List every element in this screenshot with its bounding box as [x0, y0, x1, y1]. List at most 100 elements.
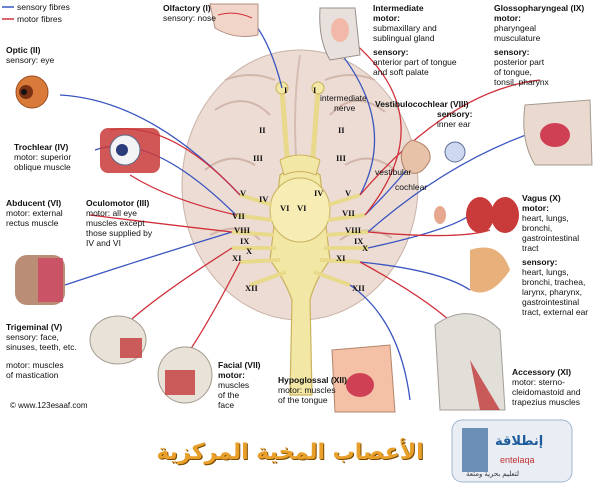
numeral-xi-left: XI	[232, 253, 242, 263]
olfactory-label: Olfactory (I) sensory: nose	[163, 3, 216, 23]
trigeminal-label: Trigeminal (V) sensory: face, sinuses, t…	[6, 322, 77, 380]
intermediate-sensory: sensory:	[373, 47, 409, 57]
hypoglossal-title: Hypoglossal (XII)	[278, 375, 347, 385]
trigeminal-sensory-2: sinuses, teeth, etc.	[6, 342, 77, 352]
abducent-title: Abducent (VI)	[6, 198, 62, 208]
facial-label: Facial (VII) motor: muscles of the face	[218, 360, 261, 410]
numeral-i-right: I	[313, 85, 317, 95]
head-profile-accessory	[434, 313, 506, 411]
optic-title: Optic (II)	[6, 45, 41, 55]
numeral-ix-right: IX	[354, 236, 364, 246]
numeral-iii-right: III	[336, 153, 346, 163]
olfactory-title: Olfactory (I)	[163, 3, 211, 13]
organs-illustration-vagus	[434, 197, 519, 293]
head-profile-hypoglossal	[331, 344, 396, 413]
oculomotor-label: Oculomotor (III) motor: all eye muscles …	[86, 198, 152, 248]
vagus-motor: motor:	[522, 203, 549, 213]
accessory-function-2: cleidomastoid and	[512, 387, 581, 397]
cochlear-label: cochlear	[395, 182, 428, 192]
numeral-xii-right: XII	[352, 283, 365, 293]
face-illustration-abducent	[15, 255, 65, 305]
copyright-text: © www.123esaaf.com	[10, 401, 88, 410]
numeral-viii-right: VIII	[345, 225, 362, 235]
accessory-title: Accessory (XI)	[512, 367, 572, 377]
numeral-ii-right: II	[338, 125, 345, 135]
numeral-iv-right: IV	[314, 188, 324, 198]
numeral-iii-left: III	[253, 153, 263, 163]
glossopharyngeal-title: Glossopharyngeal (IX)	[494, 3, 585, 13]
head-profile-intermediate	[319, 7, 361, 61]
numeral-vi-left: VI	[280, 203, 290, 213]
numeral-v-right: V	[345, 188, 352, 198]
hypoglossal-function-2: of the tongue	[278, 395, 328, 405]
intermediate-label: Intermediate motor: submaxillary and sub…	[373, 3, 457, 77]
vagus-sensory-desc-4: gastrointestinal	[522, 297, 580, 307]
trigeminal-sensory-1: sensory: face,	[6, 332, 59, 342]
facial-title: Facial (VII)	[218, 360, 261, 370]
oculomotor-function-2: muscles except	[86, 218, 145, 228]
numeral-viii-left: VIII	[234, 225, 251, 235]
optic-function: sensory: eye	[6, 55, 55, 65]
vagus-sensory: sensory:	[522, 257, 558, 267]
entelaqa-logo	[451, 419, 573, 483]
abducent-function-1: motor: external	[6, 208, 63, 218]
glossopharyngeal-sensory-desc-2: of tongue,	[494, 67, 532, 77]
vagus-sensory-desc-5: tract, external ear	[522, 307, 589, 317]
vagus-sensory-desc-2: bronchi, trachea,	[522, 277, 586, 287]
numeral-xii-left: XII	[245, 283, 258, 293]
accessory-function-3: trapezius muscles	[512, 397, 581, 407]
oculomotor-function-4: IV and VI	[86, 238, 121, 248]
skull-illustration-facial	[157, 346, 213, 404]
intermediate-title: Intermediate	[373, 3, 424, 13]
trigeminal-motor-2: of mastication	[6, 370, 59, 380]
trochlear-title: Trochlear (IV)	[14, 142, 69, 152]
glossopharyngeal-motor-desc-1: pharyngeal	[494, 23, 537, 33]
trochlear-label: Trochlear (IV) motor: superior oblique m…	[14, 142, 71, 172]
accessory-function-1: motor: sterno-	[512, 377, 565, 387]
optic-label: Optic (II) sensory: eye	[6, 45, 54, 65]
abducent-function-2: rectus muscle	[6, 218, 59, 228]
trochlear-function-1: motor: superior	[14, 152, 72, 162]
vestibulocochlear-sensory-desc: inner ear	[437, 119, 471, 129]
vagus-motor-desc-2: bronchi,	[522, 223, 553, 233]
trigeminal-motor-1: motor: muscles	[6, 360, 64, 370]
intermediate-sensory-desc-2: and soft palate	[373, 67, 429, 77]
head-profile-glossopharyngeal	[523, 99, 593, 166]
oculomotor-function-3: those supplied by	[86, 228, 153, 238]
vestibulocochlear-label: Vestibulocochlear (VIII) sensory: inner …	[375, 99, 472, 129]
arabic-title: الأعصاب المخية المركزية	[156, 440, 424, 465]
legend-motor-label: motor fibres	[17, 14, 62, 24]
hypoglossal-function-1: motor: muscles	[278, 385, 336, 395]
logo-name: إنطلاقة	[495, 433, 544, 448]
glossopharyngeal-sensory: sensory:	[494, 47, 530, 57]
legend-sensory-label: sensory fibres	[17, 2, 70, 12]
intermediate-sensory-desc-1: anterior part of tongue	[373, 57, 457, 67]
glossopharyngeal-sensory-desc-3: tonsil, pharynx	[494, 77, 549, 87]
glossopharyngeal-sensory-desc-1: posterior part	[494, 57, 545, 67]
numeral-x-left: X	[246, 246, 253, 256]
olfactory-function: sensory: nose	[163, 13, 216, 23]
trigeminal-title: Trigeminal (V)	[6, 322, 63, 332]
facial-function-2: of the	[218, 390, 240, 400]
nose-illustration	[209, 3, 259, 37]
logo-latin: entelaqa	[500, 455, 535, 465]
numeral-vii-right: VII	[342, 208, 355, 218]
numeral-iv-left: IV	[259, 194, 269, 204]
numeral-xi-right: XI	[336, 253, 346, 263]
skull-illustration-trigeminal	[89, 315, 147, 365]
numeral-vi-right: VI	[297, 203, 307, 213]
numeral-v-left: V	[240, 188, 247, 198]
intermediate-nerve-line1: intermediate	[320, 93, 367, 103]
intermediate-nerve-line2: nerve	[334, 103, 356, 113]
accessory-label: Accessory (XI) motor: sterno- cleidomast…	[512, 367, 581, 407]
oculomotor-function-1: motor: all eye	[86, 208, 138, 218]
intermediate-motor: motor:	[373, 13, 400, 23]
trochlear-function-2: oblique muscle	[14, 162, 71, 172]
intermediate-nerve-label: intermediate nerve	[320, 93, 367, 113]
vagus-sensory-desc-1: heart, lungs,	[522, 267, 569, 277]
vagus-motor-desc-3: gastrointestinal	[522, 233, 580, 243]
glossopharyngeal-motor: motor:	[494, 13, 521, 23]
eyeball-muscles-illustration	[100, 128, 160, 173]
